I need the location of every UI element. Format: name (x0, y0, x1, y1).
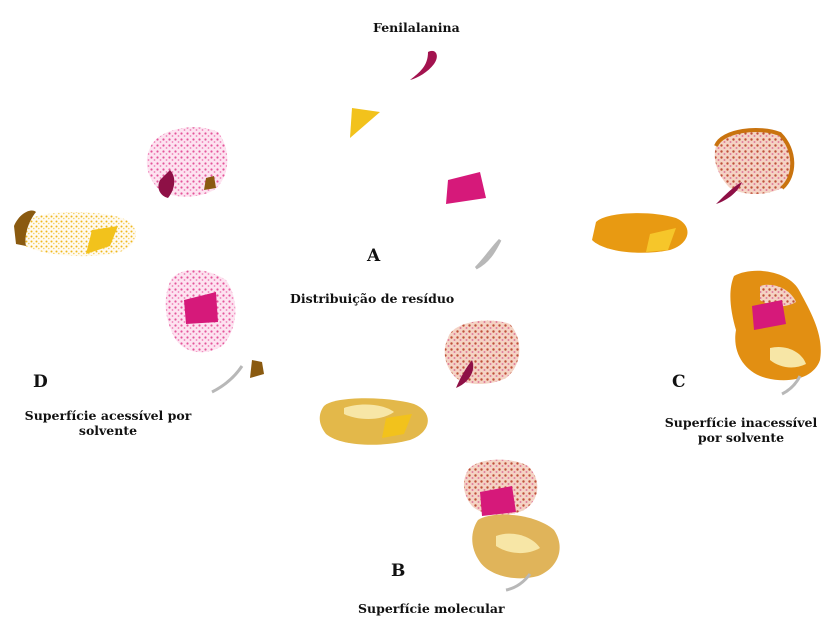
dark-magenta-fragment (410, 51, 437, 80)
panel-a-letter: A (367, 246, 380, 266)
panel-d-caption-line1: Superfície acessível por (18, 408, 198, 423)
panel-d-letter: D (33, 372, 48, 392)
yellow-fragment (350, 108, 380, 138)
figure-title: Fenilalanina (373, 20, 460, 35)
panel-c-inaccessible-surface (592, 130, 821, 394)
yellow-dotted-ellipse (18, 212, 136, 256)
panel-d-accessible-surface (14, 127, 264, 392)
brown-fragment (250, 360, 264, 378)
panel-c-caption-line2: por solvente (658, 430, 824, 445)
panel-d-caption: Superfície acessível por solvente (18, 408, 198, 438)
brown-dotted-surface-top (445, 320, 520, 384)
panel-c-letter: C (672, 372, 686, 392)
panel-a-residue-distribution (350, 51, 500, 268)
magenta-fragment (446, 172, 486, 204)
grey-fragment (212, 366, 242, 392)
panel-b-letter: B (391, 561, 405, 581)
panel-b-molecular-surface (320, 320, 560, 590)
panel-c-caption-line1: Superfície inacessível (658, 415, 824, 430)
panel-a-caption: Distribuição de resíduo (290, 291, 454, 306)
panel-b-caption: Superfície molecular (358, 601, 505, 616)
grey-fragment (476, 240, 500, 268)
brown-dotted-surface-top (715, 130, 792, 194)
panel-d-caption-line2: solvente (18, 423, 198, 438)
panel-c-caption: Superfície inacessível por solvente (658, 415, 824, 445)
